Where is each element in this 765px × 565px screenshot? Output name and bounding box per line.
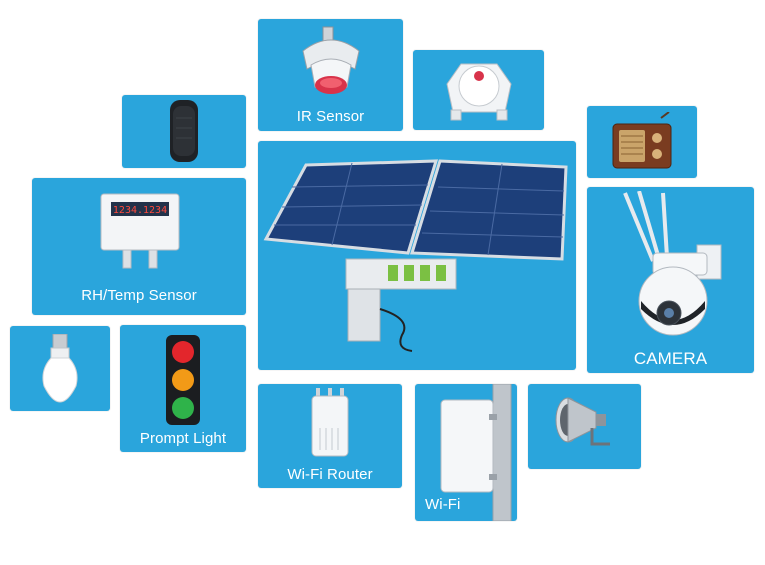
pole-wifi-icon (440, 384, 512, 521)
horn-speaker-icon (555, 397, 610, 446)
ptz-camera-icon (623, 191, 722, 336)
rh-temp-sensor-label: RH/Temp Sensor (81, 287, 197, 304)
tile-radio (587, 106, 697, 178)
cylinder-speaker-icon (170, 100, 198, 162)
tile-wifi-router: Wi-Fi Router (258, 384, 402, 488)
tile-horn (528, 384, 641, 469)
tile-wifi: Wi-Fi (415, 384, 517, 521)
wifi-label: Wi-Fi (425, 496, 461, 513)
rh-temp-display-text: 1234.1234 (113, 205, 167, 216)
ir-sensor-icon (302, 26, 360, 94)
tile-rh-temp-sensor: 1234.1234 RH/Temp Sensor (32, 178, 246, 315)
wifi-router-label: Wi-Fi Router (287, 466, 373, 483)
tile-solar-kit (258, 141, 576, 370)
rh-temp-sensor-icon: 1234.1234 (100, 193, 180, 269)
camera-label: CAMERA (633, 349, 708, 368)
radio-icon (612, 112, 672, 169)
prompt-light-label: Prompt Light (139, 430, 227, 447)
tile-bulb (10, 326, 110, 411)
solar-power-kit-icon (263, 159, 568, 352)
tile-ir-sensor: IR Sensor (258, 19, 403, 131)
ir-sensor-label: IR Sensor (296, 108, 365, 125)
traffic-light-icon (166, 335, 200, 425)
light-bulb-icon (42, 334, 78, 403)
smoke-detector-icon (446, 63, 512, 121)
tile-prompt-light: Prompt Light (120, 325, 246, 452)
wifi-router-icon (311, 388, 349, 457)
tile-smoke-detector (413, 50, 544, 130)
tile-camera: CAMERA (587, 187, 754, 373)
tile-speaker (122, 95, 246, 168)
